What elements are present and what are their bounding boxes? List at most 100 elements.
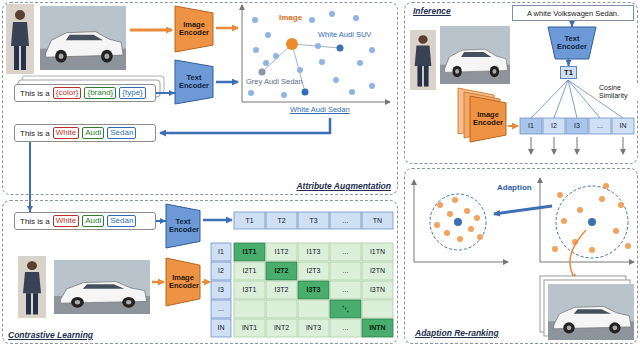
grid-cell (266, 281, 297, 299)
dot (265, 32, 271, 38)
table-cell: ⋱ (330, 300, 361, 318)
leader-line (262, 44, 292, 72)
dot (337, 45, 344, 52)
image-encoder: Image Encoder (470, 96, 506, 142)
prompt-box: This is aWhiteAudiSedan (14, 124, 156, 142)
neighborhood-circle (430, 194, 486, 250)
encoder-outline (470, 96, 506, 142)
prompt-template: This is a{color}{brand}{type} (14, 84, 156, 102)
feature-arrow (202, 281, 210, 283)
dot (434, 222, 440, 228)
grid-cell (520, 118, 542, 134)
panel: Adaption Re-ranking (404, 168, 638, 344)
attribute-word: Sedan (107, 127, 136, 139)
dot (273, 53, 279, 59)
grid-cell (211, 300, 231, 318)
table-cell: I1 (520, 118, 542, 134)
table-cell: IN (211, 319, 231, 337)
plot-label: White Audi SUV (318, 30, 371, 39)
plot-label: Adaption (497, 183, 532, 192)
table-cell: I1T1 (234, 243, 265, 261)
encoder-label: Image Encoder (169, 274, 197, 291)
node-text: This is a (20, 89, 50, 98)
grid-cell (330, 281, 361, 299)
grid-cell (211, 243, 231, 261)
similarity-line (531, 80, 568, 118)
dot (613, 228, 619, 234)
axis (414, 180, 415, 262)
dot (552, 246, 558, 252)
attribute-word: Audi (82, 127, 104, 139)
table-cell: I2T2 (266, 262, 297, 280)
dot (577, 207, 583, 213)
encoder-outline (175, 6, 213, 52)
grid-cell (266, 262, 297, 280)
dot (248, 90, 254, 96)
grid-cell (362, 262, 393, 280)
table-cell: ... (330, 262, 361, 280)
dot (447, 211, 453, 217)
table-cell: ... (330, 243, 361, 261)
arrow-connector (568, 59, 570, 66)
grid-cell (234, 300, 265, 318)
image-arrow (152, 281, 164, 284)
dot (297, 67, 303, 73)
person-photo (6, 4, 34, 74)
table-cell: T3 (298, 212, 329, 229)
attribute-word: {type} (119, 87, 145, 99)
grid-cell (298, 281, 329, 299)
grid-cell (362, 281, 393, 299)
dot (253, 47, 259, 53)
table-cell: I3T3 (298, 281, 329, 299)
plot-label: Grey Audi Sedan (246, 77, 303, 86)
grid-cell (298, 212, 329, 229)
grid-cell (211, 262, 231, 280)
plot-label: White Audi Sedan (290, 105, 350, 114)
table-cell: I1T2 (266, 243, 297, 261)
attribute-word: {brand} (84, 87, 116, 99)
table-cell: ... (589, 118, 611, 134)
axis (540, 178, 541, 262)
grid-cell (211, 319, 231, 337)
attribute-word: {color} (53, 87, 82, 99)
encoder-label: Image Encoder (473, 111, 503, 128)
arrow-connector (29, 142, 31, 212)
node-text: T1 (564, 68, 573, 77)
arrow-connector (156, 92, 175, 94)
ranking-arrows (531, 137, 623, 154)
ranking-arrow (554, 137, 555, 154)
grid-cell (362, 300, 393, 318)
dot (464, 208, 470, 214)
grid-cell (266, 319, 297, 337)
dot (369, 83, 375, 89)
gallery-feature-row (520, 118, 634, 134)
ranking-arrow (623, 137, 624, 154)
dot (618, 202, 624, 208)
dot (353, 15, 359, 21)
annotation: Cosine Similarity (598, 83, 638, 101)
car-photo (40, 6, 126, 70)
dot (599, 196, 605, 202)
axis (414, 262, 508, 263)
leader-line (292, 44, 340, 48)
person-photo (410, 30, 436, 90)
table-cell: I3T2 (266, 281, 297, 299)
text-feature-row (234, 212, 393, 229)
panel-title: Inference (413, 6, 451, 16)
arrow-connector (156, 220, 166, 222)
attribute-word: Sedan (107, 215, 136, 227)
image-encoder: Image Encoder (175, 6, 213, 52)
axis (242, 5, 243, 102)
dot (333, 77, 339, 83)
neighborhood-circle (556, 186, 628, 258)
adaption-arrow (494, 206, 552, 214)
image-feature-column (211, 243, 231, 337)
dot (477, 234, 483, 240)
text-feature: T1 (560, 66, 577, 79)
dot (444, 230, 450, 236)
table-cell: T2 (266, 212, 297, 229)
table-cell: I3 (211, 281, 231, 299)
feature-arrow (216, 81, 238, 84)
dot (369, 47, 375, 53)
